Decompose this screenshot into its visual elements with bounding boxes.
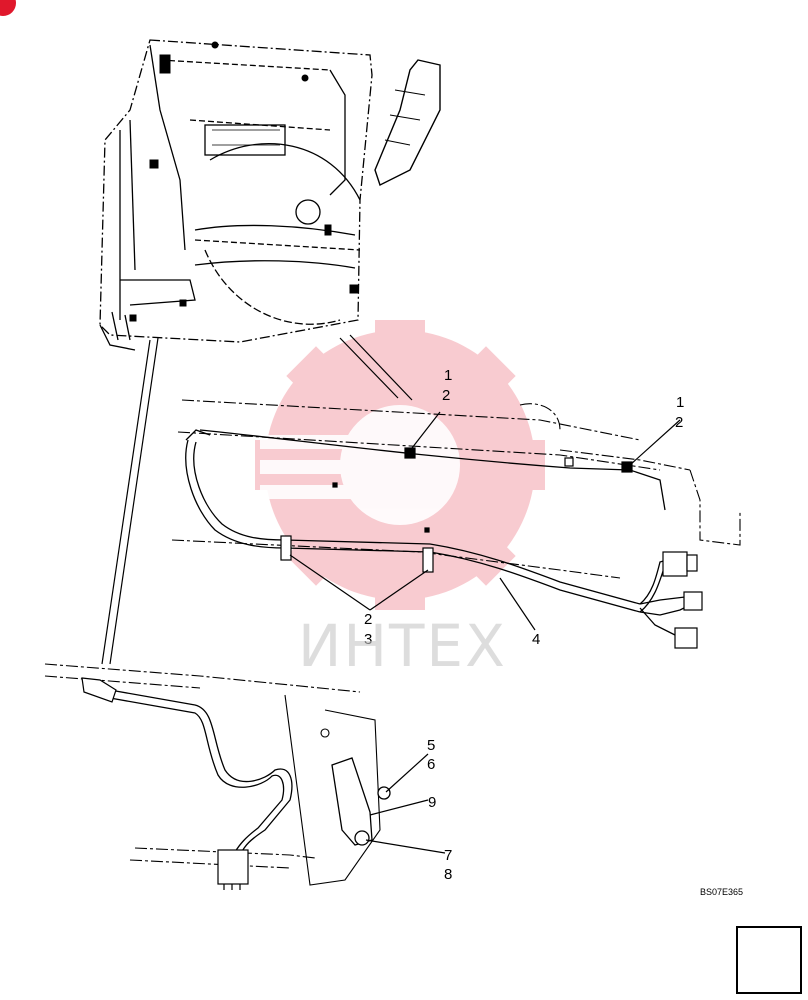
lower-harness xyxy=(109,689,293,856)
leader-lines xyxy=(101,334,413,665)
callout-4-harness: 4 xyxy=(532,631,541,648)
callout-2-upper-left: 2 xyxy=(442,387,451,404)
callout-2-upper-right: 2 xyxy=(675,414,684,431)
callout-1-upper-left: 1 xyxy=(444,367,453,384)
cab-frame xyxy=(99,39,373,351)
callout-leaders-lower xyxy=(365,753,446,854)
lower-connectors xyxy=(81,677,249,890)
next-page-button[interactable] xyxy=(736,926,802,994)
main-harness xyxy=(185,429,691,636)
callout-5: 5 xyxy=(427,737,436,754)
callout-2-middle: 2 xyxy=(364,611,373,628)
callout-9: 9 xyxy=(428,794,437,811)
callout-3-middle: 3 xyxy=(364,631,373,648)
drawing-reference-id: BS07E365 xyxy=(700,887,744,897)
corner-marker xyxy=(0,0,16,16)
ground-strap xyxy=(331,757,391,846)
lower-frame xyxy=(44,663,381,886)
callout-leaders-middle xyxy=(289,411,681,631)
callout-7: 7 xyxy=(444,847,453,864)
harness-connectors xyxy=(280,447,703,649)
watermark-gear-inner xyxy=(260,405,460,525)
callout-1-upper-right: 1 xyxy=(676,394,685,411)
callout-6: 6 xyxy=(427,756,436,773)
cab-harness-details xyxy=(129,41,359,322)
watermark-text: ИНТЕХ xyxy=(298,612,507,680)
callout-8: 8 xyxy=(444,866,453,883)
side-panel xyxy=(374,59,441,186)
